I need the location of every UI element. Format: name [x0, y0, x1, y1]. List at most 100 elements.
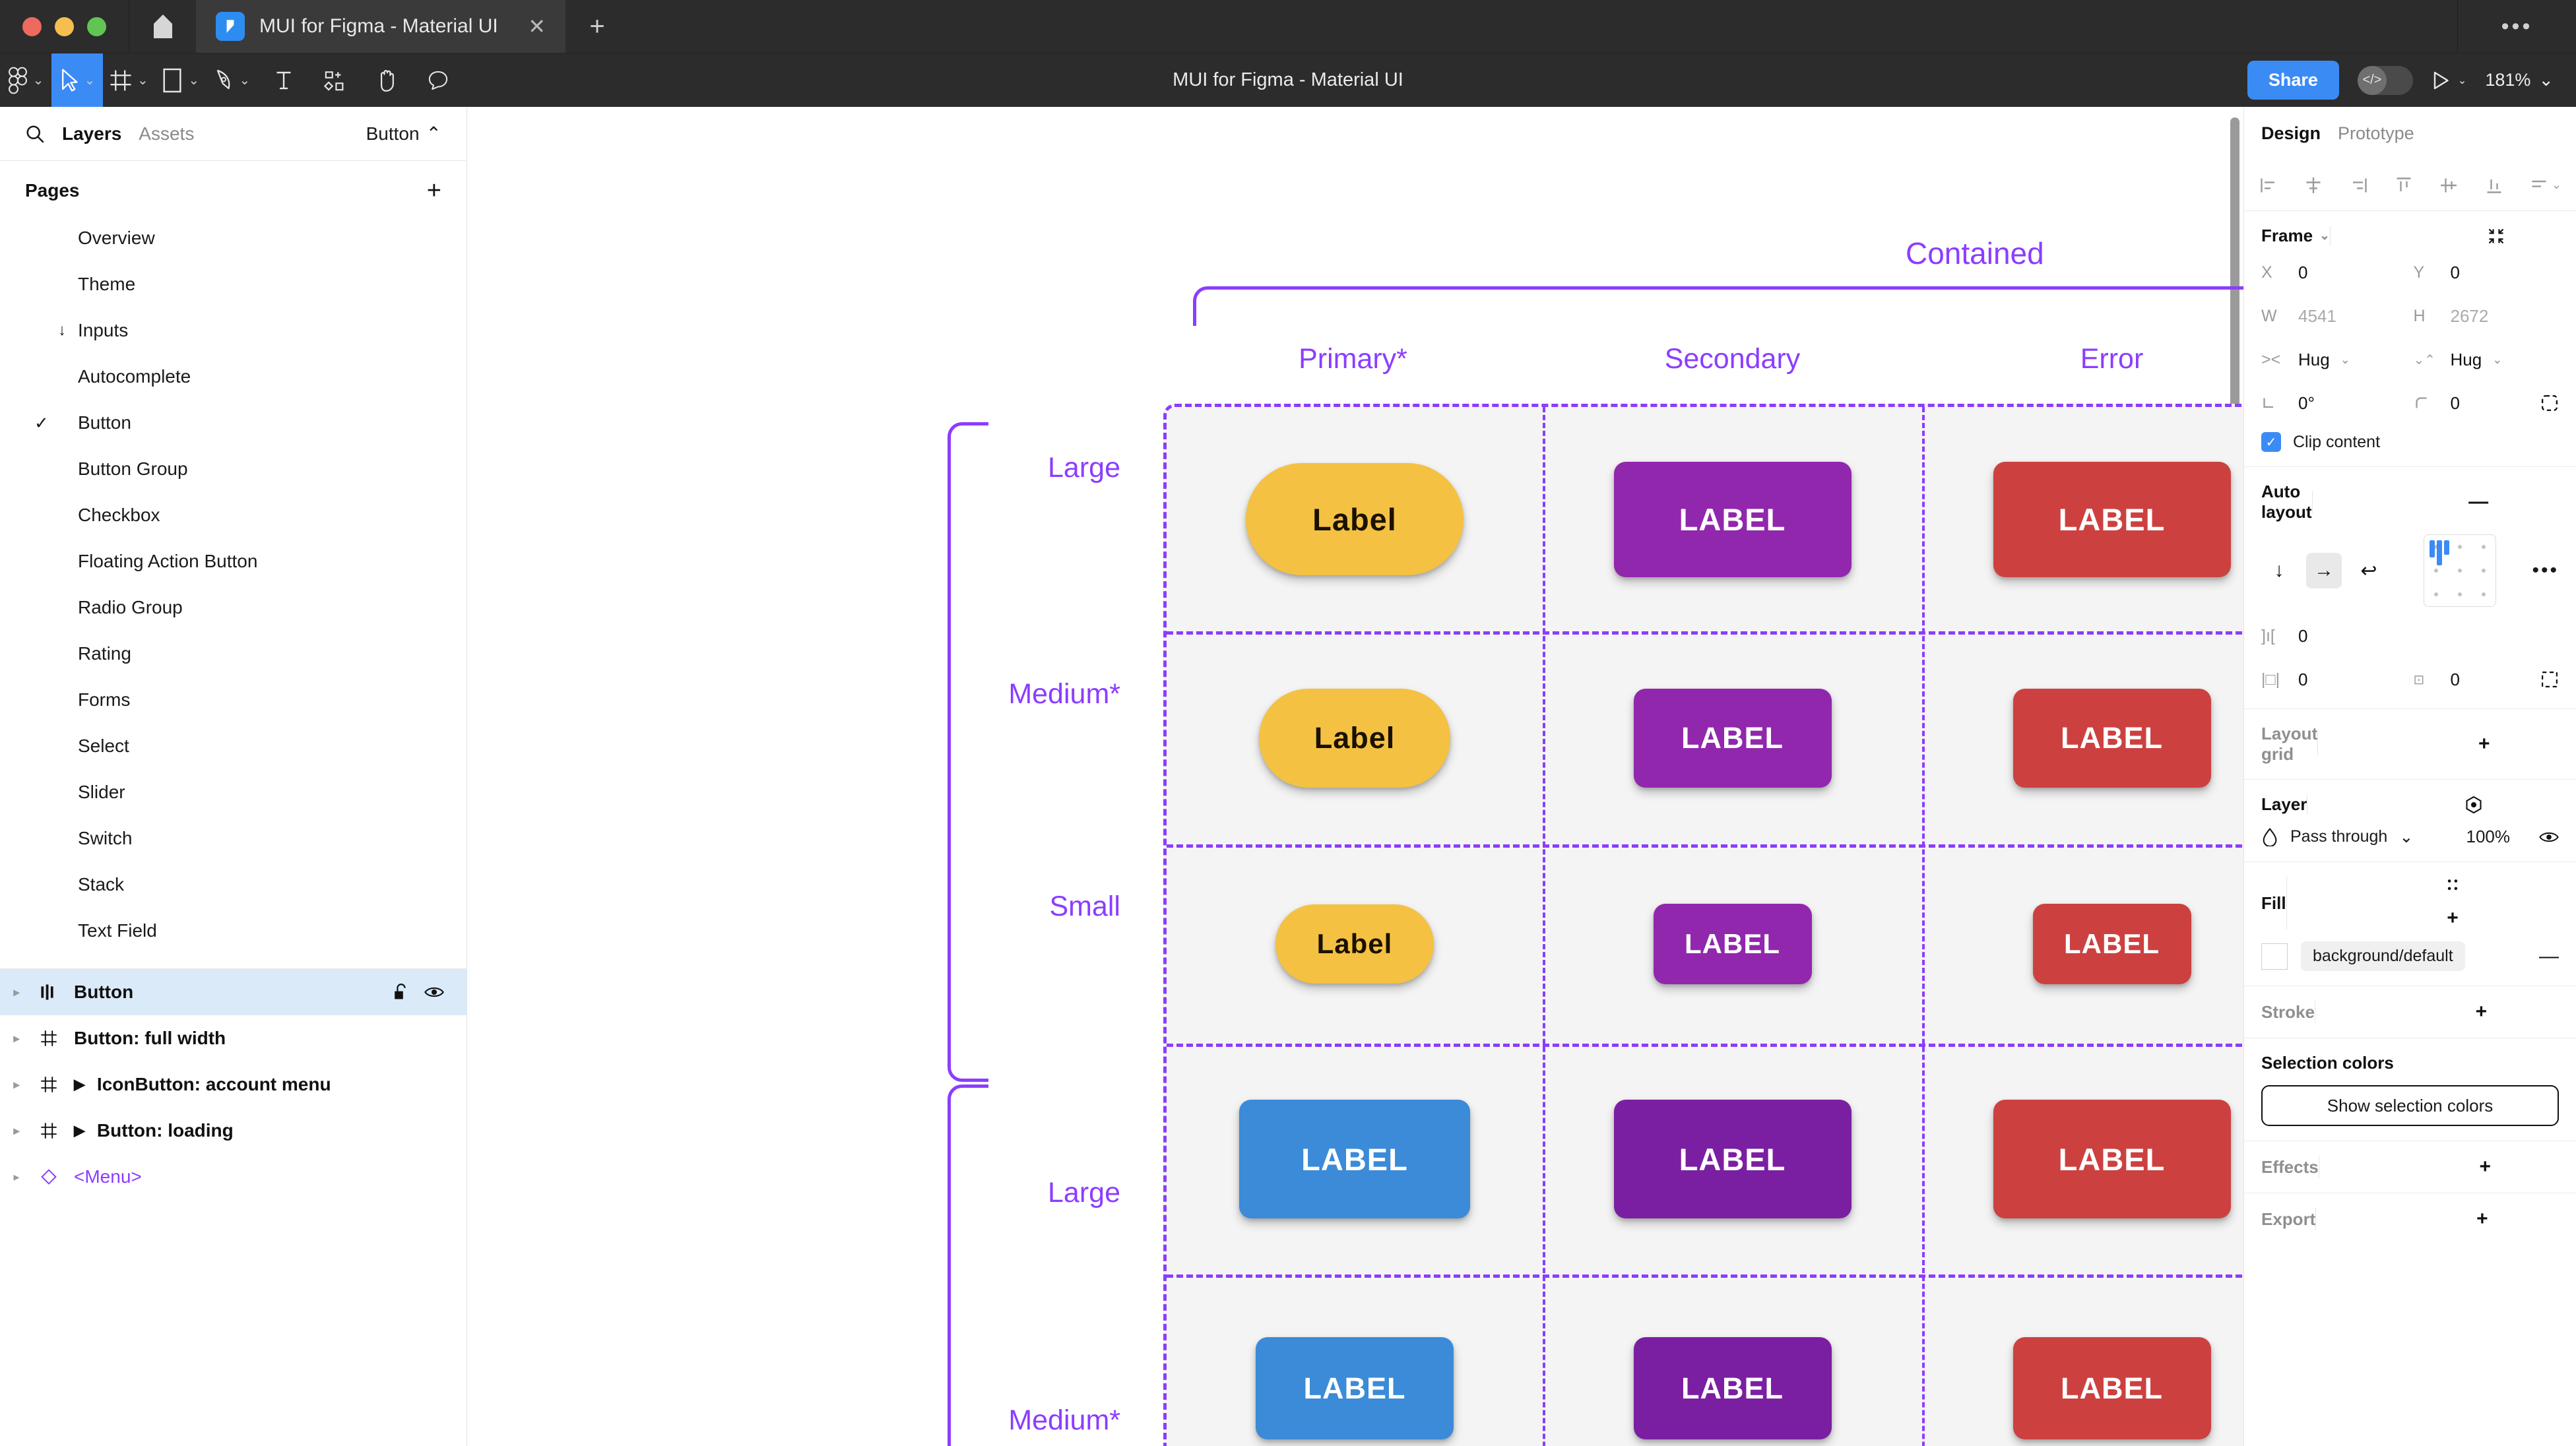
height-field[interactable]: H 2672 [2414, 301, 2560, 330]
browser-overflow-menu-icon[interactable]: ••• [2457, 0, 2576, 53]
button-secondary-small[interactable]: LABEL [1653, 904, 1812, 984]
blend-mode-row[interactable]: Pass through ⌄ 100% [2261, 827, 2559, 847]
pen-tool-button[interactable]: ⌄ [207, 53, 258, 108]
opacity-value[interactable]: 100% [2466, 827, 2511, 846]
button-error-large-2[interactable]: LABEL [1993, 1100, 2231, 1218]
page-item-inputs[interactable]: ↓ Inputs [0, 307, 467, 354]
clip-content-checkbox[interactable]: ✓ [2261, 432, 2281, 452]
page-item-slider[interactable]: Slider [0, 769, 467, 815]
layout-wrap-icon[interactable]: ↩ [2360, 559, 2377, 582]
page-item-forms[interactable]: Forms [0, 677, 467, 723]
button-error-medium[interactable]: LABEL [2012, 688, 2211, 788]
layer-row-button[interactable]: ▸ Button [0, 969, 467, 1015]
comment-tool-button[interactable] [412, 53, 464, 108]
cell-medium2-primary[interactable]: LABEL [1167, 1274, 1543, 1446]
button-primary-medium-2[interactable]: LABEL [1256, 1337, 1454, 1439]
maximize-window-button[interactable] [87, 16, 106, 36]
align-horizontal-center-icon[interactable] [2303, 175, 2323, 195]
expand-disclosure-icon[interactable]: ▸ [13, 1031, 20, 1045]
cell-large-secondary[interactable]: LABEL [1543, 407, 1922, 631]
fill-style-token[interactable]: background/default [2301, 941, 2465, 971]
individual-padding-icon[interactable] [2540, 670, 2559, 689]
layout-direction-horizontal-icon[interactable]: → [2306, 553, 2342, 588]
page-item-floating-action-button[interactable]: Floating Action Button [0, 538, 467, 584]
page-item-text-field[interactable]: Text Field [0, 908, 467, 954]
page-item-overview[interactable]: Overview [0, 215, 467, 261]
tab-layers[interactable]: Layers [62, 123, 122, 144]
x-field[interactable]: X 0 [2261, 258, 2407, 287]
shape-tool-button[interactable]: ⌄ [155, 53, 207, 108]
page-item-stack[interactable]: Stack [0, 862, 467, 908]
corner-radius-field[interactable]: 0 [2414, 389, 2560, 418]
layer-settings-icon[interactable] [2307, 794, 2576, 815]
close-tab-button[interactable]: ✕ [528, 15, 546, 38]
text-tool-button[interactable] [258, 53, 309, 108]
dev-mode-toggle[interactable]: </> [2357, 65, 2413, 95]
width-field[interactable]: W 4541 [2261, 301, 2407, 330]
item-spacing-field[interactable]: ]ı[ 0 [2261, 621, 2407, 650]
align-left-icon[interactable] [2259, 175, 2278, 195]
page-item-switch[interactable]: Switch [0, 815, 467, 862]
close-window-button[interactable] [22, 16, 42, 36]
rotation-field[interactable]: 0° [2261, 389, 2407, 418]
vertical-padding-field[interactable]: ⊡ 0 [2414, 665, 2560, 694]
resources-tool-button[interactable] [309, 53, 361, 108]
fill-styles-icon[interactable] [2444, 877, 2461, 894]
align-right-icon[interactable] [2349, 175, 2369, 195]
button-variant-grid[interactable]: Label LABEL LABEL LABEL [1163, 404, 2243, 1446]
chevron-down-icon[interactable]: ⌄ [2319, 229, 2330, 243]
y-field[interactable]: Y 0 [2414, 258, 2560, 287]
figma-menu-button[interactable]: ⌄ [0, 53, 51, 108]
button-primary-medium[interactable]: Label [1259, 688, 1450, 788]
page-item-select[interactable]: Select [0, 723, 467, 769]
button-error-large[interactable]: LABEL [1993, 461, 2231, 577]
auto-layout-alignment-pad[interactable] [2424, 534, 2496, 607]
page-item-checkbox[interactable]: Checkbox [0, 492, 467, 538]
add-stroke-button[interactable]: + [2314, 1001, 2576, 1023]
add-layout-grid-button[interactable]: + [2317, 733, 2576, 755]
button-primary-large[interactable]: Label [1246, 463, 1464, 575]
page-item-autocomplete[interactable]: Autocomplete [0, 354, 467, 400]
horizontal-padding-field[interactable]: |□| 0 [2261, 665, 2407, 694]
browser-tab[interactable]: MUI for Figma - Material UI ✕ [196, 0, 565, 53]
search-icon[interactable] [25, 124, 45, 144]
cell-medium2-secondary[interactable]: LABEL [1543, 1274, 1922, 1446]
cell-large-primary[interactable]: Label [1167, 407, 1543, 631]
cell-small-primary[interactable]: Label [1167, 844, 1543, 1044]
remove-fill-button[interactable]: — [2539, 945, 2559, 967]
expand-disclosure-icon[interactable]: ▸ [13, 985, 20, 999]
layout-direction-vertical-icon[interactable]: ↓ [2274, 559, 2284, 581]
button-primary-large-2[interactable]: LABEL [1239, 1100, 1470, 1218]
independent-corners-icon[interactable] [2540, 394, 2559, 412]
add-effect-button[interactable]: + [2318, 1156, 2576, 1178]
align-bottom-icon[interactable] [2484, 175, 2504, 195]
button-primary-small[interactable]: Label [1275, 904, 1434, 984]
add-export-button[interactable]: + [2315, 1208, 2576, 1230]
button-secondary-large-2[interactable]: LABEL [1613, 1100, 1852, 1218]
visibility-eye-icon[interactable] [424, 985, 444, 999]
horizontal-resizing-field[interactable]: >< Hug ⌄ [2261, 345, 2407, 374]
share-button[interactable]: Share [2247, 61, 2339, 100]
add-page-button[interactable]: + [426, 177, 441, 204]
layer-row-iconbutton-account-menu[interactable]: ▸ ▶ IconButton: account menu [0, 1061, 467, 1108]
cell-large2-error[interactable]: LABEL [1922, 1044, 2243, 1274]
home-button[interactable] [129, 0, 196, 53]
present-button[interactable]: ⌄ [2431, 71, 2466, 90]
resize-to-fit-button[interactable] [2329, 226, 2576, 246]
vertical-resizing-field[interactable]: ⌄⌃ Hug ⌄ [2414, 345, 2560, 374]
cell-medium-primary[interactable]: Label [1167, 631, 1543, 844]
new-tab-button[interactable]: + [565, 0, 629, 53]
figma-canvas[interactable]: Contained Primary* Secondary Error Warni… [467, 107, 2243, 1446]
layer-row-button-full-width[interactable]: ▸ Button: full width [0, 1015, 467, 1061]
hand-tool-button[interactable] [361, 53, 412, 108]
tab-prototype[interactable]: Prototype [2338, 123, 2414, 143]
clip-content-row[interactable]: ✓ Clip content [2261, 432, 2559, 452]
expand-disclosure-icon[interactable]: ▸ [13, 1170, 20, 1183]
expand-disclosure-icon[interactable]: ▸ [13, 1123, 20, 1137]
cell-large2-secondary[interactable]: LABEL [1543, 1044, 1922, 1274]
fill-row[interactable]: background/default — [2261, 941, 2559, 971]
frame-title-contained[interactable]: Contained [1906, 236, 2044, 270]
add-fill-button[interactable]: + [2447, 907, 2459, 929]
button-secondary-large[interactable]: LABEL [1613, 461, 1852, 577]
align-top-icon[interactable] [2394, 175, 2414, 195]
